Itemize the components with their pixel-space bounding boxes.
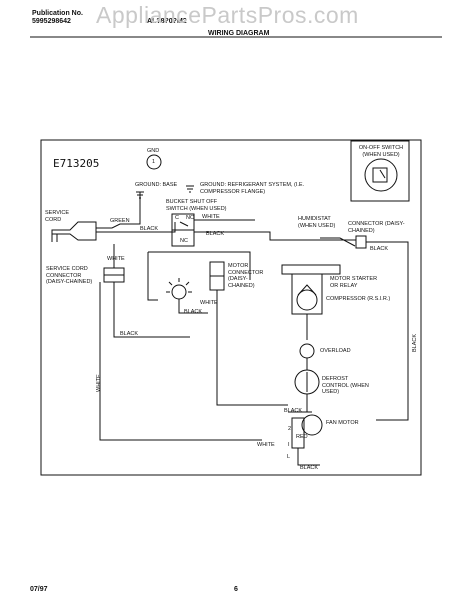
label-fan-motor: FAN MOTOR (326, 420, 359, 426)
label-white-vertical: WHITE (96, 374, 102, 392)
label-ground-base: GROUND: BASE (135, 182, 178, 188)
label-ground-refrigerant: GROUND: REFRIGERANT SYSTEM, (I.E. COMPRE… (200, 182, 305, 195)
label-white-3: WHITE (200, 300, 218, 306)
label-l: L (287, 454, 291, 460)
label-black-4: BLACK (184, 309, 203, 315)
motor-starter-relay (291, 273, 323, 315)
publication-number: 5995298642 (32, 18, 71, 25)
on-off-switch-box (350, 140, 410, 202)
label-service-cord: SERVICE CORD (45, 210, 70, 223)
label-no: NO (186, 215, 195, 221)
label-i: I (288, 442, 290, 448)
ground-symbol-label: GND (147, 148, 160, 154)
right-black-wire (366, 241, 409, 421)
left-white-loop (99, 282, 262, 441)
ground-refrigerant-symbol (186, 185, 194, 193)
on-off-switch-contacts (372, 167, 388, 183)
label-black-5: BLACK (120, 331, 139, 337)
ground-symbol-circle (146, 154, 162, 170)
ground-symbol-number: 1 (152, 159, 156, 165)
label-bucket-shutoff: BUCKET SHUT OFF SWITCH (WHEN USED) (166, 199, 227, 212)
indicator-lamp (171, 284, 187, 300)
compressor-symbol (296, 289, 318, 311)
green-wire (96, 192, 141, 229)
label-c: C (175, 215, 179, 221)
daisy-connector-right (355, 235, 367, 249)
label-green: GREEN (110, 218, 130, 224)
label-white-2: WHITE (107, 256, 125, 262)
diagram-frame (40, 139, 422, 476)
watermark: AppliancePartsPros.com (96, 2, 359, 28)
cord-black-wire (96, 222, 176, 233)
fan-black-wire (297, 448, 320, 466)
section-title: WIRING DIAGRAM (208, 30, 270, 37)
model-number: AL?8?0?M2 (147, 18, 187, 25)
label-nc: NC (180, 238, 188, 244)
ground-base-symbol (136, 191, 144, 199)
label-on-off-switch: ON-OFF SWITCH (WHEN USED) (358, 145, 404, 158)
label-motor-connector: MOTOR CONNECTOR (DAISY-CHAINED) (228, 263, 264, 289)
label-red: RED (296, 434, 308, 440)
overload-symbol (299, 343, 315, 359)
label-black-2: BLACK (206, 231, 225, 237)
footer-date: 07/97 (30, 586, 48, 593)
lamp-black-wire (178, 299, 208, 314)
humidistat-symbol (320, 237, 356, 247)
footer-page: 6 (234, 586, 238, 593)
label-defrost: DEFROST CONTROL (WHEN USED) (322, 376, 369, 395)
label-black-3: BLACK (370, 246, 389, 252)
switch-black-wire (194, 231, 340, 241)
label-connector: CONNECTOR (DAISY-CHAINED) (348, 221, 405, 234)
publication-label: Publication No. (32, 10, 83, 17)
service-cord-plug (51, 221, 97, 241)
label-black-7: BLACK (300, 465, 319, 471)
label-service-cord-connector: SERVICE CORD CONNECTOR (DAISY-CHAINED) (46, 266, 93, 285)
cord-black-lower-wire (113, 300, 190, 338)
label-overload: OVERLOAD (320, 348, 351, 354)
motor-black-wire (216, 340, 288, 406)
label-two: 2 (288, 426, 292, 432)
label-humidistat: HUMIDISTAT (WHEN USED) (298, 216, 336, 229)
top-white-bus (148, 251, 251, 280)
on-off-switch-dial (364, 158, 398, 192)
fan-motor-symbol (301, 414, 323, 436)
label-black-6: BLACK (284, 408, 303, 414)
label-black-right: BLACK (412, 333, 418, 352)
label-motor-starter: MOTOR STARTER OR RELAY (330, 276, 378, 289)
label-white-4: WHITE (257, 442, 275, 448)
diagram-code: E713205 (53, 157, 100, 170)
label-black-1: BLACK (140, 226, 159, 232)
label-white-1: WHITE (202, 214, 220, 220)
label-compressor: COMPRESSOR (R.S.I.R.) (326, 296, 391, 302)
